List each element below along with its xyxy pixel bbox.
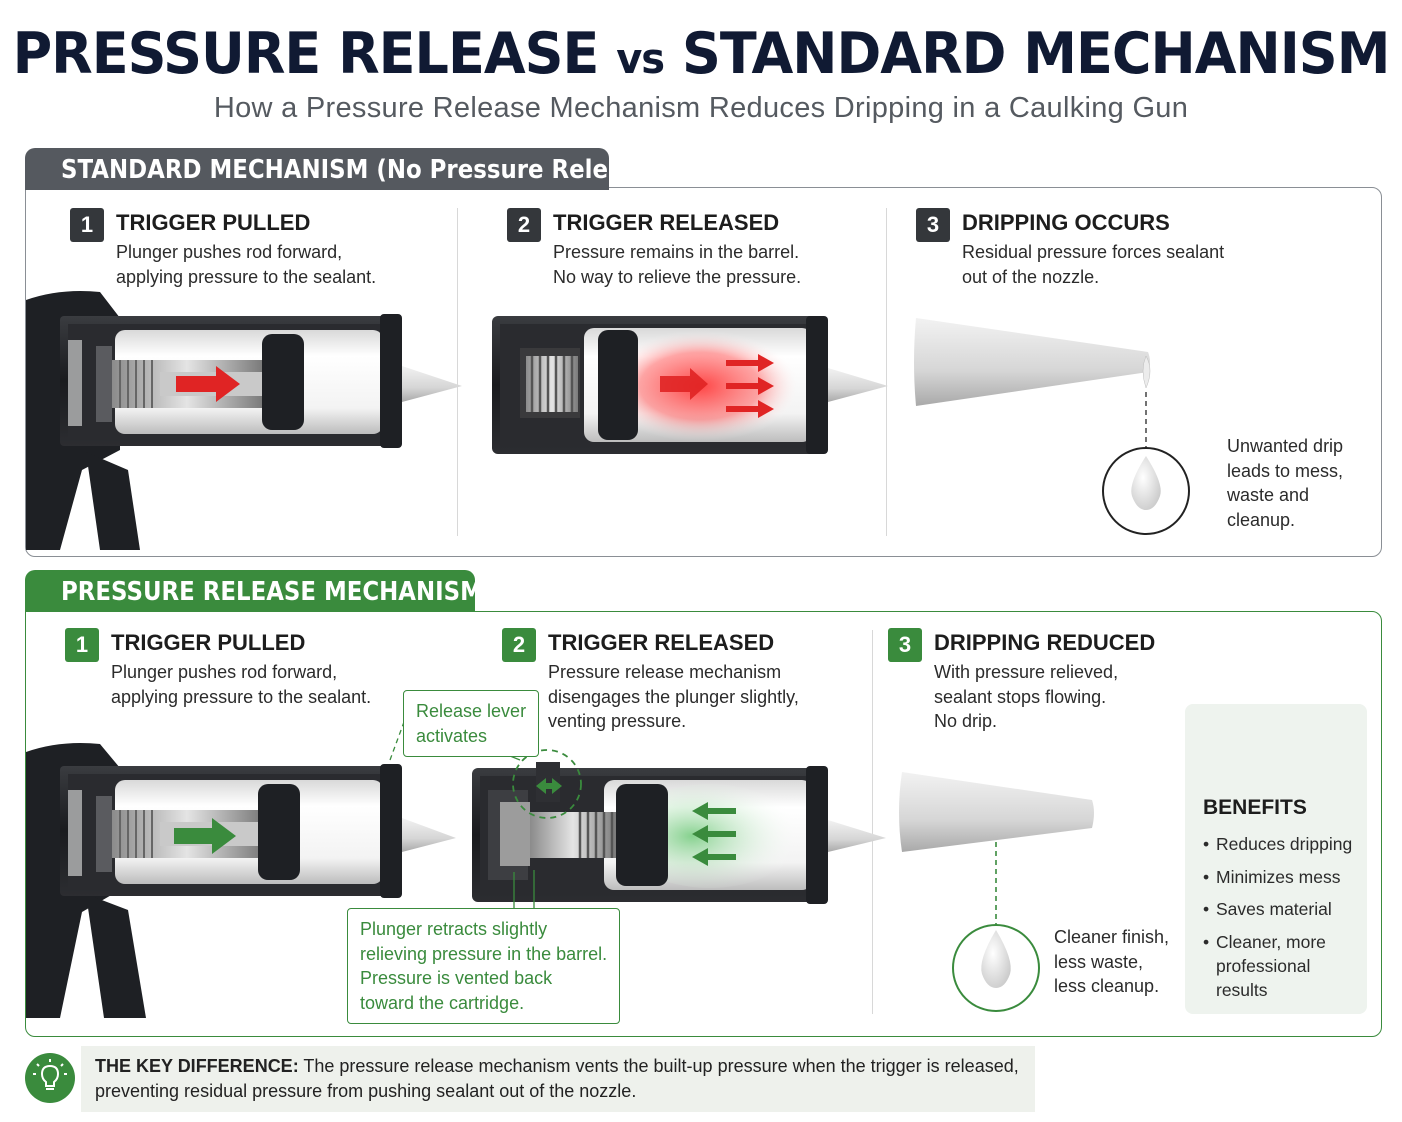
step-description: Pressure remains in the barrel. No way t…	[553, 242, 802, 287]
green-arrow-icon	[692, 802, 736, 866]
benefit-item: Cleaner, more professional results	[1203, 930, 1353, 1002]
red-arrow-icon	[726, 354, 774, 418]
key-difference-bar: THE KEY DIFFERENCE: The pressure release…	[81, 1046, 1035, 1112]
pressure-release-gun-1	[26, 743, 456, 1018]
drip-icon	[981, 930, 1011, 988]
standard-gun-1	[26, 291, 462, 550]
step-description: Plunger pushes rod forward, applying pre…	[111, 662, 372, 707]
step-description: Pressure release mechanism disengages th…	[548, 662, 799, 731]
divider	[457, 208, 458, 536]
step-title: TRIGGER PULLED	[111, 630, 306, 655]
step-number: 3	[888, 628, 922, 662]
release-lever-callout: Release lever activates	[403, 690, 540, 757]
step-number: 1	[70, 208, 104, 242]
standard-tab: STANDARD MECHANISM (No Pressure Release)	[25, 148, 663, 190]
step-title: TRIGGER RELEASED	[553, 210, 780, 235]
step-number: 2	[507, 208, 541, 242]
pressure-release-nozzle	[899, 772, 1094, 1012]
divider	[872, 630, 873, 1014]
drip-note: Unwanted drip leads to mess, waste and c…	[1227, 436, 1344, 530]
standard-gun-2	[492, 316, 888, 454]
step-title: DRIPPING OCCURS	[962, 210, 1170, 235]
step-title: TRIGGER RELEASED	[548, 630, 775, 655]
benefits-title: BENEFITS	[1203, 796, 1307, 819]
page-subtitle: How a Pressure Release Mechanism Reduces…	[213, 92, 1189, 124]
benefits-list: Reduces dripping Minimizes mess Saves ma…	[1203, 832, 1353, 1010]
benefit-item: Reduces dripping	[1203, 832, 1353, 856]
page-title: PRESSURE RELEASE vs STANDARD MECHANISM	[0, 20, 1402, 86]
drip-icon	[1131, 456, 1161, 510]
benefits-box: BENEFITS Reduces dripping Minimizes mess…	[1185, 704, 1367, 1014]
step-title: TRIGGER PULLED	[116, 210, 311, 235]
step-description: Plunger pushes rod forward, applying pre…	[116, 242, 377, 287]
pressure-release-gun-2	[389, 721, 886, 908]
standard-nozzle-drip	[914, 318, 1190, 535]
clean-finish-note: Cleaner finish, less waste, less cleanup…	[1054, 927, 1170, 996]
pressure-release-tab: PRESSURE RELEASE MECHANISM	[25, 570, 483, 612]
step-number: 2	[502, 628, 536, 662]
step-description: With pressure relieved, sealant stops fl…	[934, 662, 1119, 731]
divider	[886, 208, 887, 536]
title-part2: STANDARD MECHANISM	[681, 20, 1390, 87]
plunger-retracts-callout: Plunger retracts slightly relieving pres…	[347, 908, 621, 1024]
step-title: DRIPPING REDUCED	[934, 630, 1156, 655]
benefit-item: Saves material	[1203, 897, 1353, 921]
red-arrow-icon	[176, 366, 240, 402]
step-number: 3	[916, 208, 950, 242]
benefit-item: Minimizes mess	[1203, 865, 1353, 889]
title-vs: vs	[616, 35, 665, 84]
lightbulb-icon	[25, 1053, 75, 1103]
key-difference-label: THE KEY DIFFERENCE:	[95, 1056, 299, 1076]
step-number: 1	[65, 628, 99, 662]
green-arrow-icon	[174, 818, 236, 854]
title-part1: PRESSURE RELEASE	[12, 20, 600, 87]
step-description: Residual pressure forces sealant out of …	[962, 242, 1225, 287]
key-difference-text: THE KEY DIFFERENCE: The pressure release…	[95, 1056, 1019, 1101]
